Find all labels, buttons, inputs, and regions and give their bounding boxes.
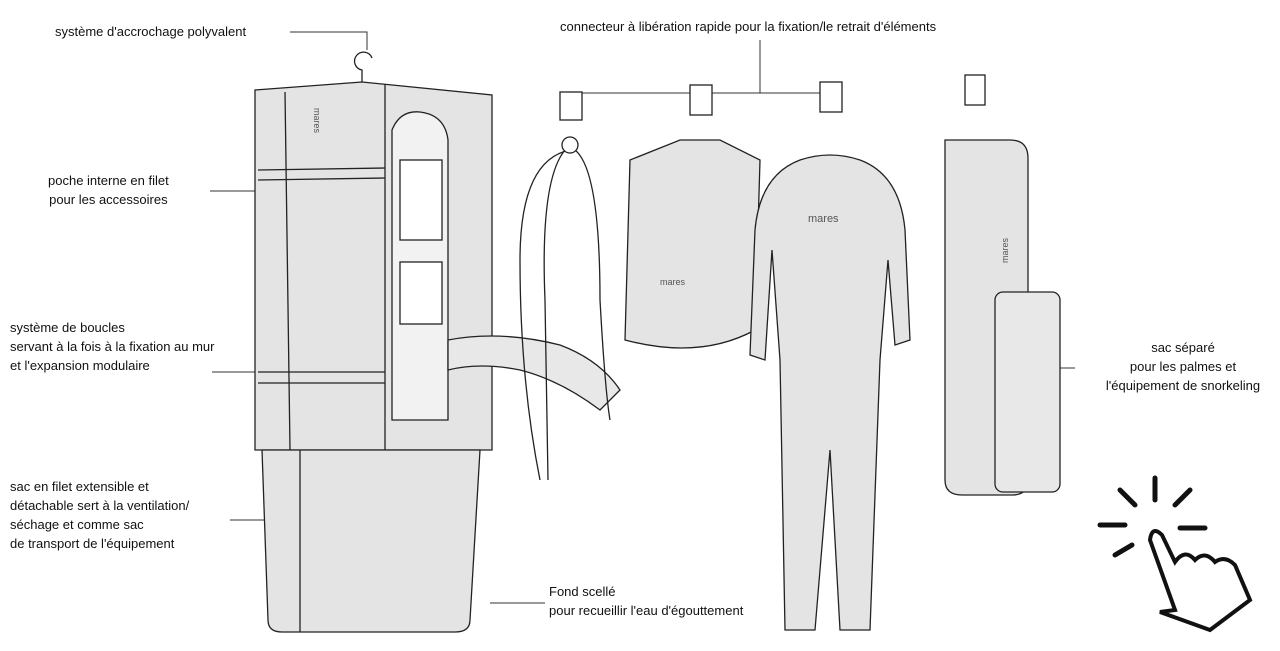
label-line: système de boucles <box>10 320 125 335</box>
label-hanging-system: système d'accrochage polyvalent <box>55 24 247 39</box>
fins-bag-logo: mares <box>1000 237 1010 263</box>
label-line: pour les palmes et <box>1129 359 1237 374</box>
wetsuit: mares <box>749 81 911 631</box>
regulator <box>519 91 611 481</box>
label-sealed-bottom: Fond scellé pour recueillir l'eau d'égou… <box>549 582 743 620</box>
mesh-bag <box>261 449 481 633</box>
label-line: sac séparé <box>1151 340 1215 355</box>
label-fins-bag: sac séparé pour les palmes et l'équipeme… <box>1091 338 1275 395</box>
click-hand-icon <box>1097 475 1253 633</box>
bcd-vest: mares <box>624 84 761 349</box>
label-line: pour les accessoires <box>49 192 168 207</box>
label-line: Fond scellé <box>549 584 616 599</box>
fins-bag: mares <box>944 74 1061 496</box>
label-line: sac en filet extensible et <box>10 479 149 494</box>
label-line: séchage et comme sac <box>10 517 144 532</box>
cabinet-logo: mares <box>312 108 322 134</box>
wetsuit-logo: mares <box>808 213 839 225</box>
label-quick-release: connecteur à libération rapide pour la f… <box>560 19 937 34</box>
label-line: détachable sert à la ventilation/ <box>10 498 190 513</box>
label-loop-system: système de boucles servant à la fois à l… <box>10 318 215 375</box>
label-mesh-pocket: poche interne en filet pour les accessoi… <box>48 171 169 209</box>
label-mesh-bag: sac en filet extensible et détachable se… <box>10 477 189 553</box>
label-line: pour recueillir l'eau d'égouttement <box>549 603 744 618</box>
label-line: poche interne en filet <box>48 173 169 188</box>
label-line: l'équipement de snorkeling <box>1105 378 1261 393</box>
hook-icon <box>353 51 373 82</box>
label-line: et l'expansion modulaire <box>10 358 150 373</box>
storage-cabinet: mares <box>254 81 621 451</box>
vest-logo: mares <box>660 277 686 287</box>
label-line: servant à la fois à la fixation au mur <box>10 339 215 354</box>
label-line: de transport de l'équipement <box>10 536 175 551</box>
